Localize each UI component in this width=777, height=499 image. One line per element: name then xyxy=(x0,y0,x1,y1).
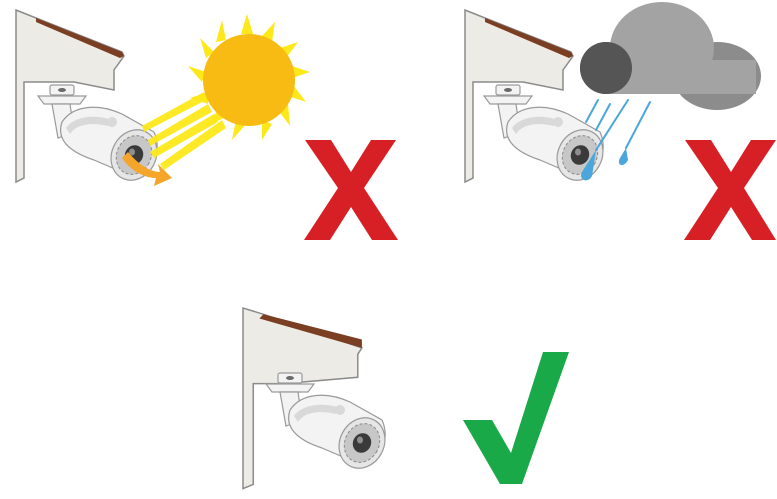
panel-direct-sunlight xyxy=(15,9,398,240)
checkmark-icon xyxy=(463,352,569,484)
panel-rain-exposure xyxy=(464,2,776,240)
cross-icon xyxy=(304,140,398,240)
cross-icon xyxy=(684,140,776,240)
panel-sheltered-under-eave xyxy=(243,308,569,489)
cloud-rain-icon xyxy=(580,2,761,181)
security-camera xyxy=(265,372,395,477)
wall-eave xyxy=(243,308,362,489)
sun-icon xyxy=(122,14,310,186)
